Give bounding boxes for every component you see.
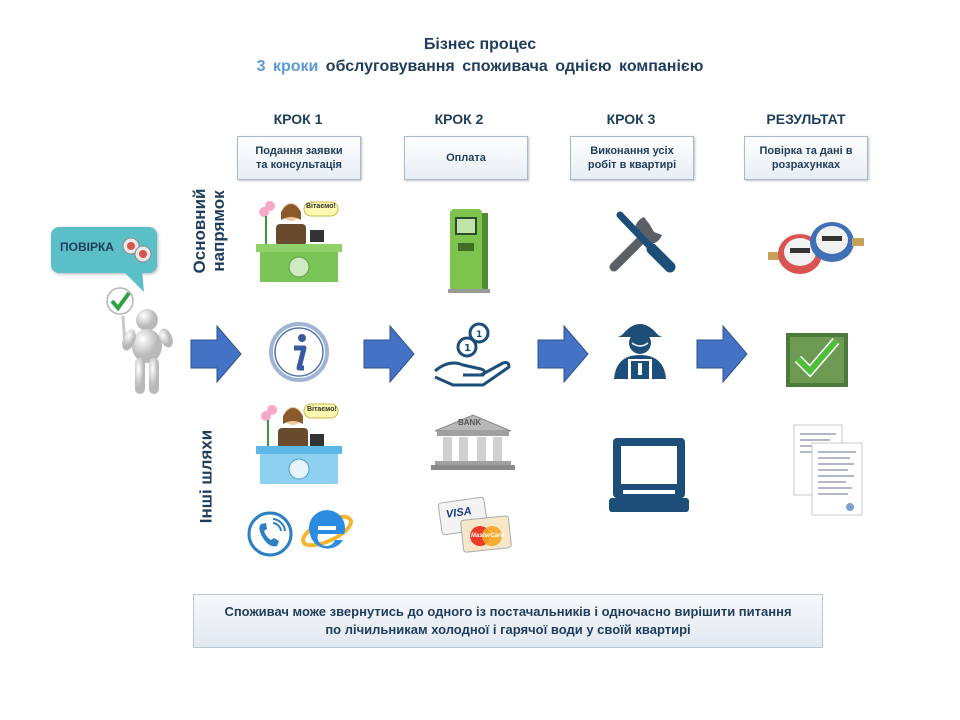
row-label-main-line-1: Основний <box>190 188 209 274</box>
row-label-other: Інші шляхи <box>196 429 216 524</box>
hand-coins-icon: 1 1 <box>434 322 511 387</box>
arrow-1-icon <box>190 324 242 384</box>
check-mark-icon <box>786 333 848 387</box>
worker-icon <box>614 324 666 379</box>
step-1-line-1: Подання заявки <box>255 145 343 157</box>
step-1-line-2: та консультація <box>256 159 342 171</box>
laptop-icon <box>609 438 689 512</box>
diagram-subtitle: 3 кроки обслуговування споживача однією … <box>0 58 960 76</box>
result-line-1: Повірка та дані в <box>759 145 853 157</box>
svg-text:1: 1 <box>476 330 482 340</box>
arrow-4-icon <box>696 324 748 384</box>
bottom-note-line-2: по лічильникам холодної і гарячої води у… <box>325 622 691 637</box>
result-heading: РЕЗУЛЬТАТ <box>766 111 846 127</box>
step-2-box: Оплата <box>404 136 528 180</box>
info-icon <box>269 322 329 382</box>
step-2-heading: КРОК 2 <box>434 111 484 127</box>
result-line-2: розрахунках <box>771 159 841 171</box>
desk-sign-main: Вітаємо! <box>306 203 336 210</box>
bank-label: BANK <box>458 418 482 427</box>
bottom-note: Споживач може звернутись до одного із по… <box>193 594 823 648</box>
step-3-line-2: робіт в квартирі <box>587 159 677 171</box>
arrow-3-icon <box>537 324 589 384</box>
step-3-heading: КРОК 3 <box>606 111 656 127</box>
step-1-box: Подання заявки та консультація <box>237 136 361 180</box>
payment-terminal-icon <box>448 209 490 293</box>
step-2-line-1: Оплата <box>446 152 486 164</box>
bubble-label: ПОВІРКА <box>60 240 114 254</box>
payment-cards-icon <box>437 496 512 553</box>
internet-explorer-icon <box>301 510 353 549</box>
bottom-note-line-1: Споживач може звернутись до одного із по… <box>224 604 792 619</box>
phone-icon <box>247 511 293 557</box>
bank-icon <box>431 414 515 470</box>
tools-icon <box>609 211 676 273</box>
subtitle-highlight: 3 кроки <box>256 58 319 75</box>
arrow-2-icon <box>363 324 415 384</box>
result-box: Повірка та дані в розрахунках <box>744 136 868 180</box>
person-figure-icon <box>106 287 173 394</box>
diagram-title: Бізнес процес <box>423 36 537 53</box>
step-1-heading: КРОК 1 <box>273 111 323 127</box>
documents-icon <box>793 424 863 516</box>
mini-meter-icon <box>122 237 152 263</box>
water-meters-icon <box>768 222 864 274</box>
bubble-tail <box>122 270 144 292</box>
reception-desk-blue-icon <box>256 403 342 484</box>
row-label-main: Основний напрямок <box>190 176 228 286</box>
subtitle-text: обслуговування споживача однією компаніє… <box>325 58 704 75</box>
desk-sign-other: Вітаємо! <box>307 406 337 413</box>
step-3-line-1: Виконання усіх <box>590 145 674 157</box>
mastercard-label: MasterCard <box>471 533 505 539</box>
step-3-box: Виконання усіх робіт в квартирі <box>570 136 694 180</box>
reception-desk-icon <box>256 201 342 282</box>
svg-text:1: 1 <box>464 343 471 354</box>
row-label-main-line-2: напрямок <box>209 190 228 272</box>
